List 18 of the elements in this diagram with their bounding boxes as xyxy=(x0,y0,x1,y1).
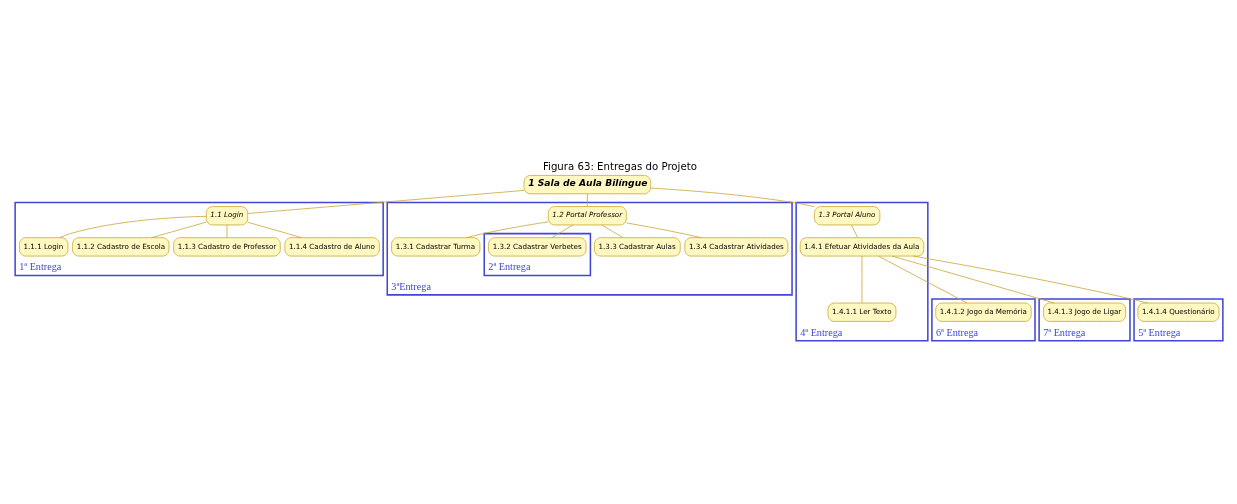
connector xyxy=(246,189,524,214)
connector xyxy=(226,224,227,238)
connector xyxy=(861,255,862,303)
diagram-title: Figura 63: Entregas do Projeto xyxy=(542,160,697,172)
connector xyxy=(912,255,1148,303)
connector xyxy=(891,255,1055,303)
connector xyxy=(877,255,967,303)
connector xyxy=(58,215,207,238)
connector xyxy=(850,224,858,238)
connector xyxy=(150,221,207,238)
connector xyxy=(246,221,302,238)
connector xyxy=(465,221,548,238)
connector xyxy=(600,224,623,238)
node-box: 1 Sala de Aula Bilíngue xyxy=(523,174,651,194)
connector xyxy=(625,222,702,238)
connector xyxy=(586,192,588,207)
connector xyxy=(649,187,815,207)
connector xyxy=(550,224,573,238)
